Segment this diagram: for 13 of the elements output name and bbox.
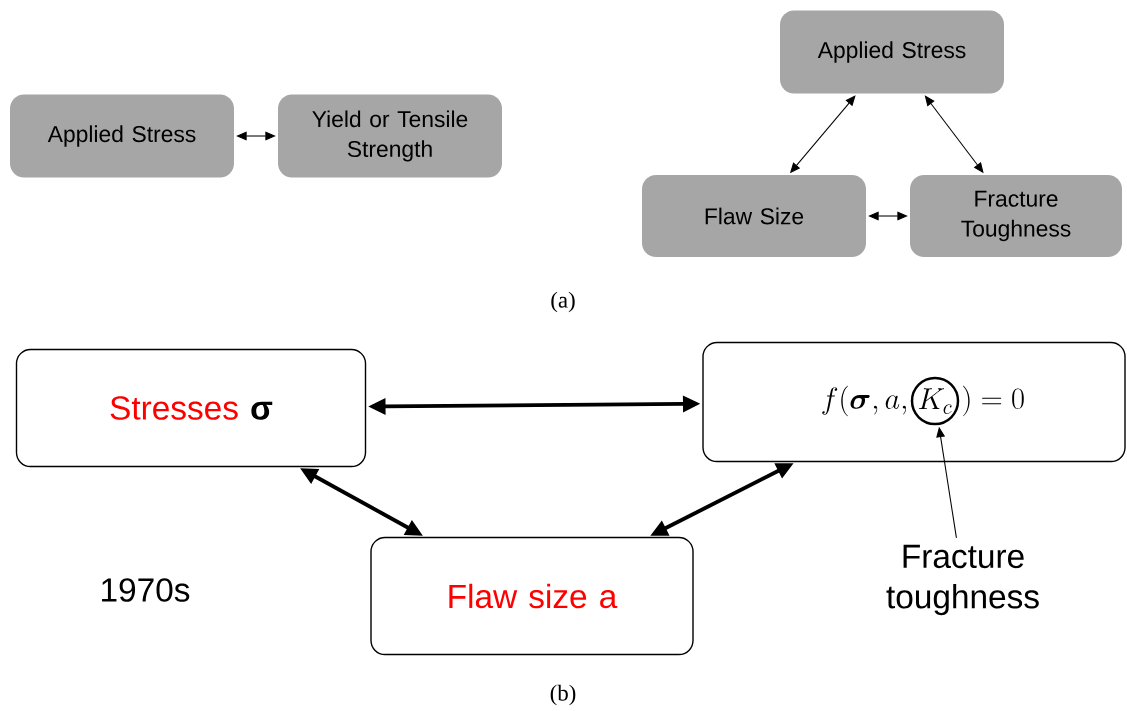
process-box: Applied Stress bbox=[10, 94, 234, 178]
annotation-text: Fracture toughness bbox=[886, 544, 1039, 616]
panel-label: (a) bbox=[551, 291, 575, 313]
process-box: Flaw size a bbox=[370, 536, 694, 656]
process-box: Fracture Toughness bbox=[910, 175, 1122, 257]
double-arrow bbox=[236, 131, 276, 141]
process-box: Applied Stress bbox=[780, 10, 1004, 94]
process-box: Flaw Size bbox=[642, 175, 866, 257]
panel-label: (b) bbox=[550, 684, 576, 706]
era-label: 1970s bbox=[102, 578, 190, 602]
process-box: Stresses σ bbox=[15, 348, 367, 468]
process-box: Yield or Tensile Strength bbox=[278, 94, 502, 178]
double-arrow bbox=[868, 211, 908, 221]
